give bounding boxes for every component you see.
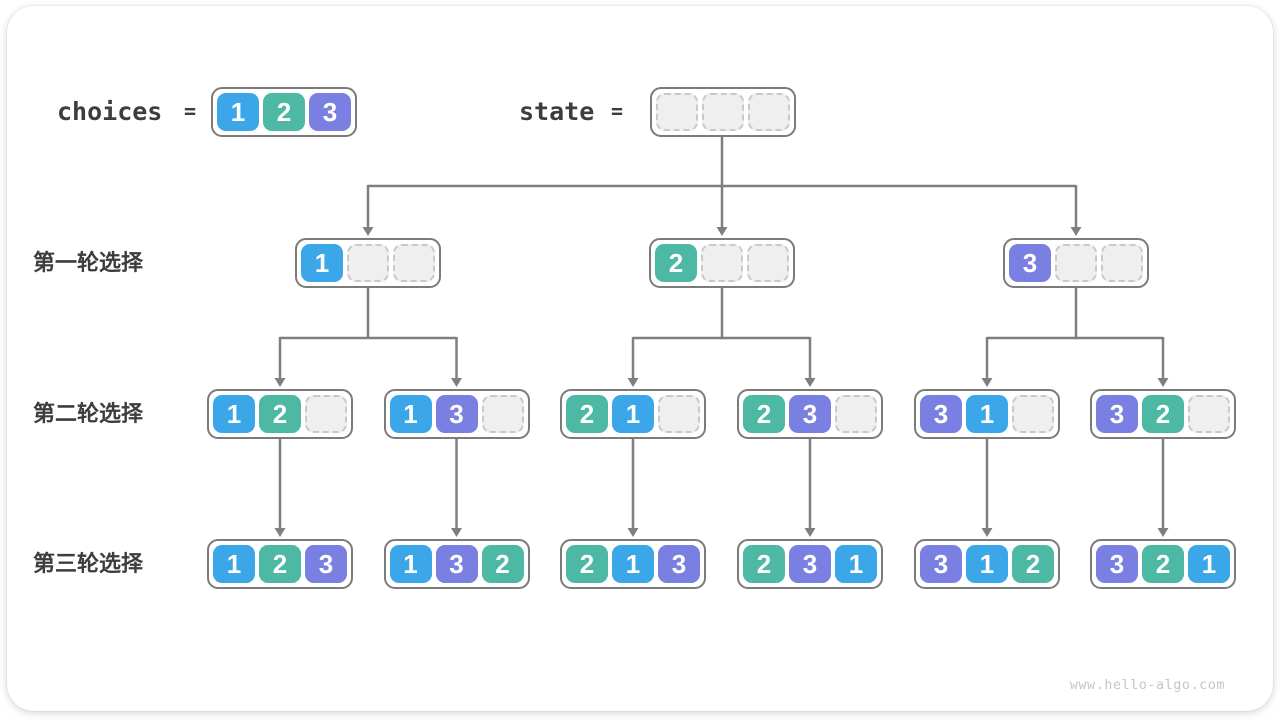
value-cell-2: 2 — [743, 545, 785, 583]
empty-cell — [702, 93, 744, 131]
empty-cell — [1012, 395, 1054, 433]
arrowhead — [451, 378, 462, 387]
value-cell-2: 2 — [1142, 545, 1184, 583]
empty-cell — [748, 93, 790, 131]
empty-cell — [1055, 244, 1097, 282]
arrowhead — [1070, 227, 1082, 236]
value-cell-1: 1 — [835, 545, 877, 583]
arrowhead — [804, 378, 816, 387]
value-cell-1: 1 — [213, 545, 255, 583]
value-cell-2: 2 — [566, 545, 608, 583]
arrowhead — [627, 378, 639, 387]
value-cell-3: 3 — [1009, 244, 1051, 282]
empty-cell — [835, 395, 877, 433]
round1-node-2: 3 — [1003, 238, 1149, 288]
value-cell-2: 2 — [743, 395, 785, 433]
value-cell-1: 1 — [389, 395, 432, 433]
value-cell-2: 2 — [1012, 545, 1054, 583]
state-array-box — [650, 87, 796, 137]
arrowhead — [451, 528, 462, 537]
value-cell-1: 1 — [966, 395, 1008, 433]
value-cell-1: 1 — [1188, 545, 1230, 583]
value-cell-3: 3 — [789, 395, 831, 433]
value-cell-2: 2 — [655, 244, 697, 282]
state-equals: = — [611, 99, 624, 123]
arrowhead — [274, 378, 286, 387]
arrowhead — [716, 227, 728, 236]
empty-cell — [393, 244, 435, 282]
value-cell-1: 1 — [966, 545, 1008, 583]
value-cell-1: 1 — [213, 395, 255, 433]
empty-cell — [1188, 395, 1230, 433]
value-cell-3: 3 — [920, 395, 962, 433]
value-cell-3: 3 — [309, 93, 351, 131]
value-cell-3: 3 — [1096, 395, 1138, 433]
value-cell-2: 2 — [259, 545, 301, 583]
value-cell-3: 3 — [920, 545, 962, 583]
value-cell-1: 1 — [612, 395, 654, 433]
empty-cell — [305, 395, 347, 433]
value-cell-3: 3 — [435, 395, 478, 433]
arrowhead — [981, 378, 993, 387]
value-cell-2: 2 — [481, 545, 524, 583]
choices-equals: = — [184, 99, 197, 123]
arrowhead — [362, 227, 374, 236]
value-cell-2: 2 — [1142, 395, 1184, 433]
value-cell-1: 1 — [217, 93, 259, 131]
value-cell-2: 2 — [566, 395, 608, 433]
watermark-text: www.hello-algo.com — [1069, 677, 1225, 693]
value-cell-3: 3 — [789, 545, 831, 583]
empty-cell — [747, 244, 789, 282]
value-cell-2: 2 — [263, 93, 305, 131]
value-cell-1: 1 — [389, 545, 432, 583]
arrowhead — [804, 528, 816, 537]
empty-cell — [347, 244, 389, 282]
arrowhead — [981, 528, 993, 537]
empty-cell — [481, 395, 524, 433]
empty-cell — [656, 93, 698, 131]
round1-node-1: 2 — [649, 238, 795, 288]
arrowhead — [627, 528, 639, 537]
choices-label: choices — [57, 97, 163, 126]
empty-cell — [1101, 244, 1143, 282]
state-label: state — [519, 97, 595, 126]
row-label-1: 第一轮选择 — [33, 250, 144, 275]
empty-cell — [701, 244, 743, 282]
value-cell-1: 1 — [612, 545, 654, 583]
value-cell-3: 3 — [305, 545, 347, 583]
empty-cell — [658, 395, 700, 433]
value-cell-3: 3 — [435, 545, 478, 583]
row-label-3: 第三轮选择 — [33, 551, 144, 576]
arrowhead — [1157, 528, 1169, 537]
value-cell-2: 2 — [259, 395, 301, 433]
value-cell-1: 1 — [301, 244, 343, 282]
round1-node-0: 1 — [295, 238, 441, 288]
value-cell-3: 3 — [1096, 545, 1138, 583]
value-cell-3: 3 — [658, 545, 700, 583]
arrowhead — [274, 528, 286, 537]
row-label-2: 第二轮选择 — [33, 401, 144, 426]
arrowhead — [1157, 378, 1169, 387]
